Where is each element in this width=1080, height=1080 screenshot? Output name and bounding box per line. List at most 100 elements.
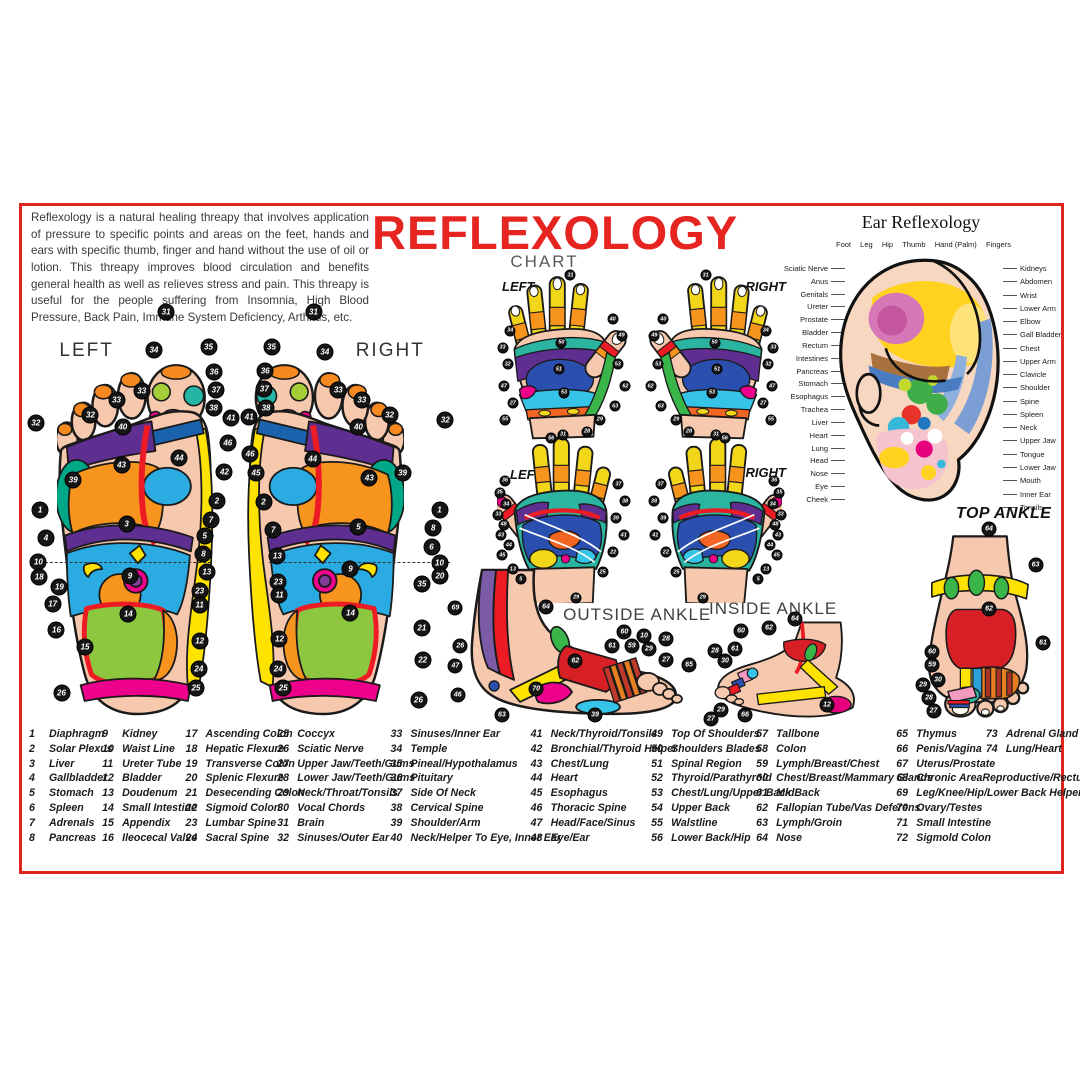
point-number-badge: 12 [191,632,209,650]
legend-item-number: 65 [896,728,909,740]
point-number-badge: 64 [981,521,997,537]
ear-label: Sciatic Nerve [784,264,848,273]
point-number-badge: 63 [1028,557,1043,573]
legend-item-label: Brain [297,816,325,829]
legend-item-label: Gallbladder [49,772,108,785]
waistline-dash-right [269,562,450,564]
ear-leader-line [831,486,845,488]
legend-item-label: Shoulders Blades [671,742,761,755]
point-number-badge: 7 [264,521,282,539]
ear-leader-line [831,498,845,500]
ear-label: Lower Jaw [1000,463,1056,472]
ear-label: Ureter [807,302,848,311]
ear-label: Eye [815,482,848,491]
point-number-badge: 21 [413,619,431,637]
ear-label-text: Elbow [1020,317,1041,327]
legend-item-number: 21 [185,787,198,800]
ear-leader-line [831,383,845,385]
point-number-badge: 56 [545,432,557,444]
ear-label: Chest [1000,344,1040,353]
ear-leader-line [1003,334,1017,336]
ear-label: Wrist [1000,291,1037,300]
point-number-badge: 40 [114,418,132,436]
legend-item-number: 25 [277,728,290,740]
legend-item-label: Vocal Chords [297,801,366,814]
ear-leader-line [831,357,845,359]
point-number-badge: 18 [30,568,48,586]
point-number-badge: 26 [410,691,427,709]
point-number-badge: 31 [557,429,569,441]
legend-item-label: Pancreas [49,831,97,844]
ear-leader-line [831,447,845,449]
legend-item-number: 58 [756,742,768,755]
ear-leader-line [831,319,845,321]
point-number-badge: 22 [607,546,619,558]
legend-item-number: 23 [185,816,198,829]
ear-label: Shoulder [1000,383,1050,392]
legend-item-label: Lymph/Breast/Chest [776,757,880,770]
point-number-badge: 29 [570,592,582,604]
legend-item-label: Appendix [122,816,171,829]
legend-item-number: 2 [29,742,35,755]
ear-label-text: Intestines [795,353,828,363]
legend-item-number: 10 [102,742,114,755]
legend-item-label: Ascending Colon [205,728,293,740]
ear-leader-line [1003,321,1017,323]
legend-item-label: Head/Face/Sinus [550,816,636,829]
point-number-badge: 51 [553,363,565,375]
legend-item-number: 45 [530,787,543,800]
waistline-dash-left [30,562,211,564]
ear-label-text: Lower Jaw [1020,462,1056,472]
point-number-badge: 63 [494,707,510,723]
ear-label: Spleen [1000,410,1043,419]
point-number-badge: 32 [762,358,774,370]
point-number-badge: 37 [612,478,624,490]
ear-label-text: Gall Bladder [1020,330,1062,340]
legend-item-label: Cervical Spine [410,801,484,814]
ear-label: Clavicle [1000,370,1046,379]
legend-item-label: Chest/Lung [550,757,609,770]
legend-item: 65 Thymus [896,727,1080,742]
ear-top-label: Foot [836,240,852,249]
ear-label-text: Genitals [800,289,828,299]
point-number-badge: 55 [499,414,511,426]
ear-label: Prostate [800,315,848,324]
ear-leader-line [1003,453,1017,455]
legend-item-label: Sacral Spine [205,831,270,844]
legend-item-label: Splenic Flexure [205,772,284,785]
legend-item-label: Heart [550,772,578,785]
ear-label: Trachea [801,405,848,414]
ear-leader-line [1003,347,1017,349]
legend-item-number: 28 [277,772,290,785]
legend-item-number: 40 [390,831,403,844]
legend-item-number: 11 [102,757,114,770]
point-number-badge: 38 [648,495,660,507]
legend-item-number: 68 [896,772,909,785]
legend-item-label: Thymus [916,728,957,740]
legend-item-number: 16 [102,831,114,844]
ear-label: Intestines [796,354,848,363]
ear-label: Pancreas [796,367,848,376]
point-number-badge: 13 [198,563,216,581]
point-number-badge: 12 [270,630,288,648]
